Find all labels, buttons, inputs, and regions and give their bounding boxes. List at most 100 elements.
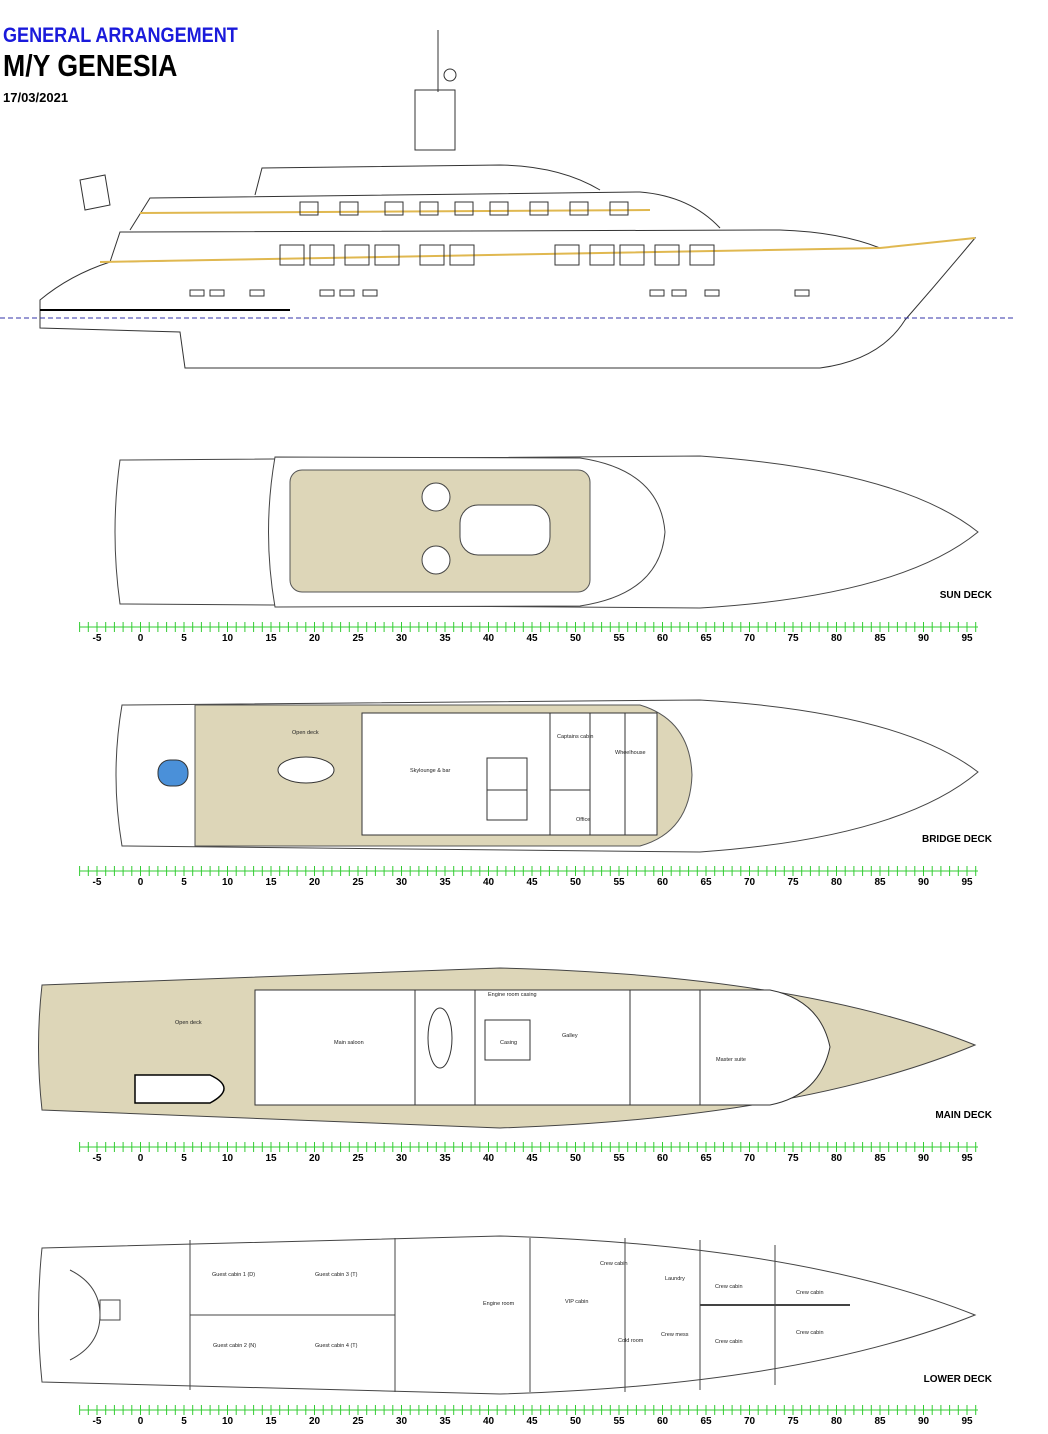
room-captains-cabin: Captains cabin [557, 734, 593, 740]
room-crew-cabin-2: Crew cabin [715, 1284, 743, 1290]
window [374, 244, 400, 266]
scale-label: 15 [265, 877, 277, 888]
scale-label: 45 [526, 1153, 538, 1164]
scale-label: 15 [265, 1153, 277, 1164]
scale-label: -5 [93, 1153, 102, 1164]
tender [134, 1074, 225, 1104]
porthole [671, 289, 687, 297]
scale-label: 75 [787, 633, 799, 644]
scale-label: 80 [831, 877, 843, 888]
scale-label: 65 [700, 633, 712, 644]
profile-view [0, 30, 1015, 369]
scale-label: 35 [439, 877, 451, 888]
window [419, 201, 439, 216]
room-crew-cabin-4: Crew cabin [796, 1290, 824, 1296]
pool [157, 759, 189, 787]
main-deck-interior [254, 989, 831, 1106]
trim-line [99, 237, 976, 263]
scale-label: 25 [352, 633, 364, 644]
scale-label: 95 [961, 877, 973, 888]
bridge-deck-interior [361, 712, 658, 836]
scale-label: 15 [265, 1416, 277, 1427]
scale-label: 70 [744, 633, 756, 644]
sunbed-round-2 [421, 545, 451, 575]
scale-label: 90 [918, 1153, 930, 1164]
scale-label: 10 [222, 633, 234, 644]
flag [79, 174, 111, 211]
room-guest-cabin-1: Guest cabin 1 (D) [212, 1272, 255, 1278]
window [489, 201, 509, 216]
scale-label: 40 [483, 1416, 495, 1427]
window [384, 201, 404, 216]
scale-label: 25 [352, 1153, 364, 1164]
room-casing: Casing [500, 1040, 517, 1046]
room-main-saloon: Main saloon [334, 1040, 364, 1046]
window [529, 201, 549, 216]
scale-label: -5 [93, 1416, 102, 1427]
scale-label: 60 [657, 1153, 669, 1164]
scale-label: -5 [93, 633, 102, 644]
scale-label: 40 [483, 633, 495, 644]
deck-label-bridge: BRIDGE DECK [922, 834, 993, 845]
scale-label: 60 [657, 1416, 669, 1427]
scale-label: 0 [138, 877, 144, 888]
window [449, 244, 475, 266]
dining-table-main [427, 1007, 453, 1069]
scale-label: 75 [787, 877, 799, 888]
room-vip-cabin: VIP cabin [565, 1299, 588, 1305]
scale-label: 5 [181, 1416, 187, 1427]
room-guest-cabin-4: Guest cabin 4 (T) [315, 1343, 358, 1349]
room-open-deck-main: Open deck [175, 1020, 202, 1026]
porthole [319, 289, 335, 297]
yacht-name-title: M/Y GENESIA [3, 48, 178, 83]
scale-label: 65 [700, 1153, 712, 1164]
scale-label: 55 [613, 1153, 625, 1164]
bridge-deck-plan: Open deck Skylounge & bar Captains cabin… [115, 699, 993, 853]
scale-label: 90 [918, 877, 930, 888]
main-interior-walls [414, 990, 701, 1105]
scale-label: 75 [787, 1416, 799, 1427]
porthole [209, 289, 225, 297]
room-cold-room: Cold room [618, 1338, 644, 1344]
scale-label: 45 [526, 1416, 538, 1427]
room-skylounge: Skylounge & bar [410, 768, 451, 774]
room-open-deck-bridge: Open deck [292, 730, 319, 736]
scale-label: 60 [657, 633, 669, 644]
scale-label: 85 [874, 1153, 886, 1164]
window [454, 201, 474, 216]
scale-label: 20 [309, 1153, 321, 1164]
scale-label: 75 [787, 1153, 799, 1164]
jacuzzi [459, 504, 551, 556]
scale-label: 0 [138, 1416, 144, 1427]
room-crew-cabin-5: Crew cabin [796, 1330, 824, 1336]
porthole [189, 289, 205, 297]
scale-label: 5 [181, 633, 187, 644]
deck-label-sun: SUN DECK [940, 590, 993, 601]
room-galley: Galley [562, 1033, 578, 1039]
scale-label: 85 [874, 877, 886, 888]
scale-label: 0 [138, 633, 144, 644]
window [299, 201, 319, 216]
scale-label: 70 [744, 1153, 756, 1164]
scale-label: 45 [526, 877, 538, 888]
sun-deck-plan: SUN DECK [114, 455, 993, 609]
porthole [339, 289, 355, 297]
scale-label: 95 [961, 1153, 973, 1164]
room-laundry: Laundry [665, 1276, 685, 1282]
room-crew-cabin-3: Crew cabin [715, 1339, 743, 1345]
scale-label: 55 [613, 1416, 625, 1427]
scale-label: 40 [483, 1153, 495, 1164]
scale-label: 35 [439, 633, 451, 644]
window [339, 201, 359, 216]
scale-label: 95 [961, 1416, 973, 1427]
porthole [249, 289, 265, 297]
window [589, 244, 615, 266]
trim-line-2 [139, 209, 651, 214]
room-guest-cabin-3: Guest cabin 3 (T) [315, 1272, 358, 1278]
scale-label: 85 [874, 633, 886, 644]
hull-profile [39, 237, 977, 369]
